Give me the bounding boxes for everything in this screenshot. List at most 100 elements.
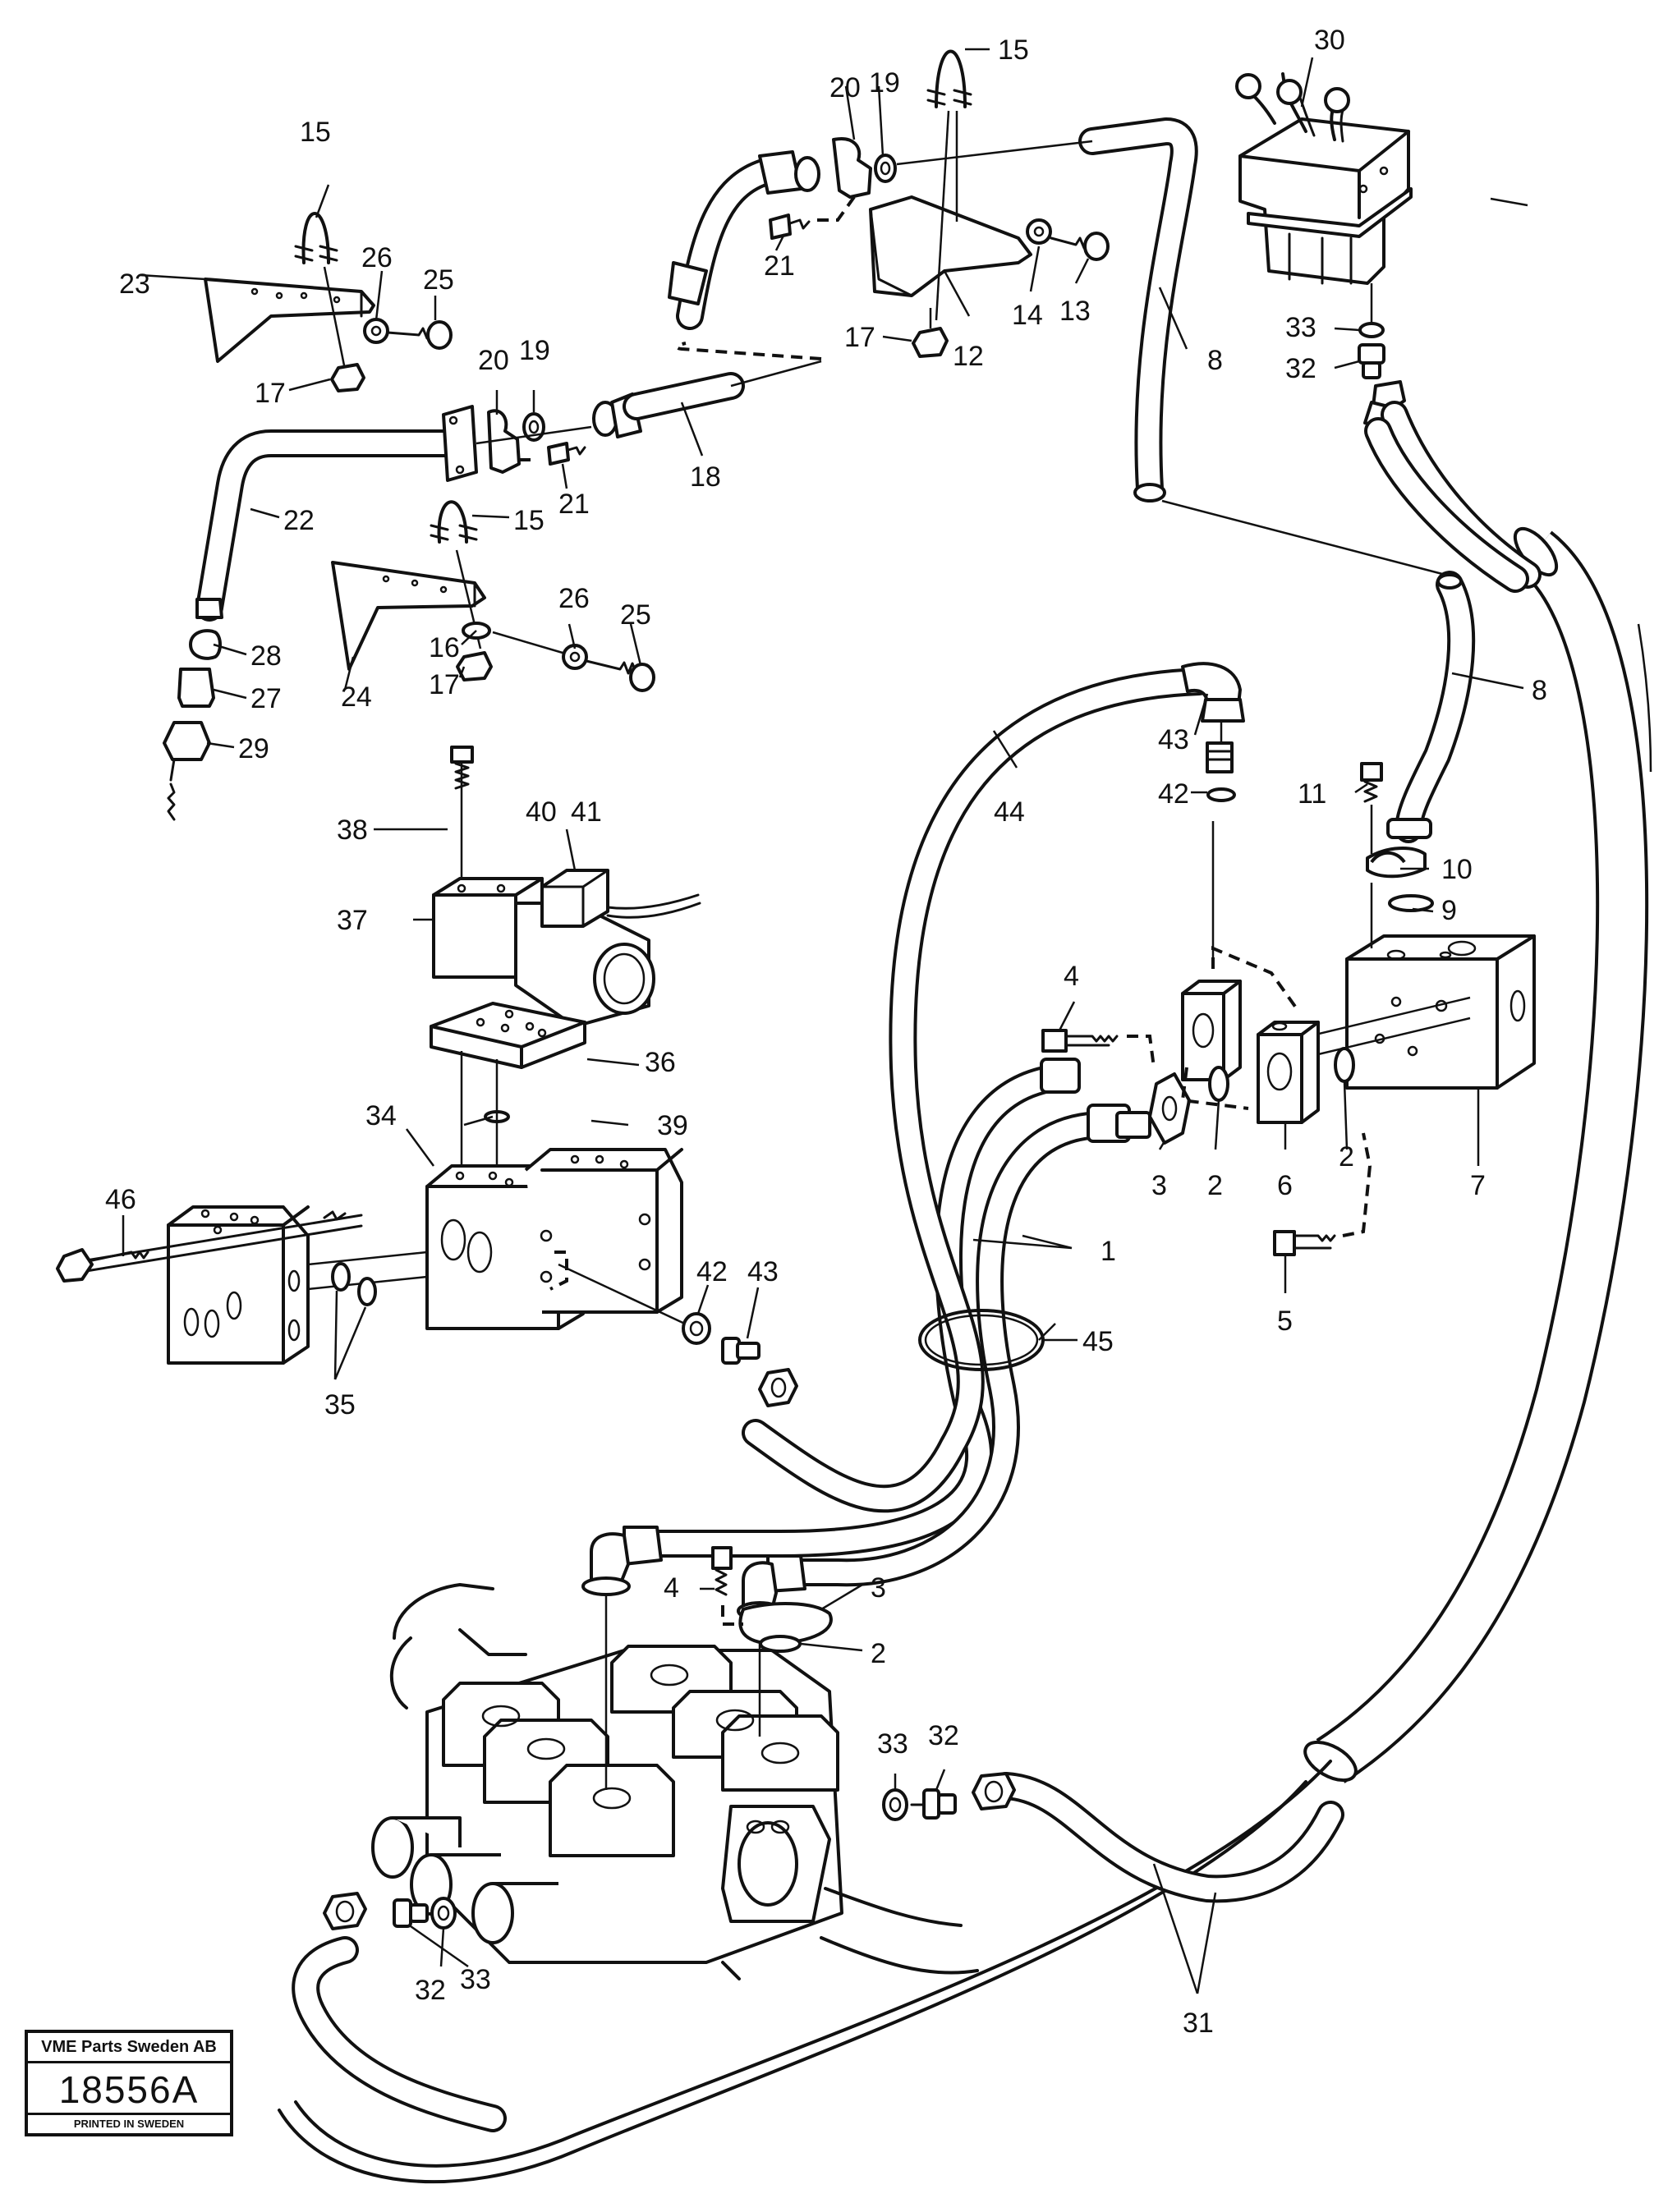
callout-36: 36	[645, 1047, 676, 1078]
callout-20-mid: 20	[478, 345, 509, 376]
valve-block-7	[1280, 934, 1536, 1090]
callout-31: 31	[1183, 2008, 1214, 2039]
callout-16: 16	[429, 632, 460, 663]
callout-42-upper: 42	[1158, 778, 1189, 810]
callout-46: 46	[105, 1184, 136, 1215]
callout-29: 29	[238, 733, 269, 764]
callout-30: 30	[1314, 25, 1345, 56]
bracket-24	[331, 500, 655, 692]
callout-32-right: 32	[928, 1720, 959, 1751]
company-name: VME Parts Sweden AB	[28, 2033, 230, 2063]
valve-block-34	[425, 1148, 691, 1330]
document-number: 18556A	[58, 2068, 200, 2111]
callout-18: 18	[690, 461, 721, 493]
flange-assembly-lower	[711, 1546, 833, 1653]
callout-33-right: 33	[877, 1728, 908, 1760]
callout-41: 41	[571, 796, 602, 828]
top-hose-assembly	[668, 137, 1093, 330]
callout-23: 23	[119, 268, 150, 300]
callout-6: 6	[1277, 1170, 1293, 1201]
callout-21-top: 21	[764, 250, 795, 282]
printed-note: PRINTED IN SWEDEN	[28, 2113, 230, 2133]
end-block-46	[56, 1205, 428, 1365]
callout-43-upper: 43	[1158, 724, 1189, 755]
callout-2-upper-a: 2	[1207, 1170, 1223, 1201]
title-block: VME Parts Sweden AB 18556A PRINTED IN SW…	[25, 2030, 233, 2136]
callout-4-upper: 4	[1064, 961, 1079, 992]
callout-8-right: 8	[1532, 675, 1547, 706]
callout-4-lower: 4	[664, 1572, 679, 1604]
callout-38: 38	[337, 815, 368, 846]
callout-12: 12	[953, 341, 984, 372]
callout-17-mid: 17	[429, 669, 460, 700]
callout-14: 14	[1012, 300, 1043, 331]
bracket-23	[204, 212, 453, 392]
callout-28: 28	[250, 640, 282, 672]
callout-22: 22	[283, 505, 315, 536]
callout-2-upper-b: 2	[1339, 1141, 1354, 1173]
adapter-plate-36	[430, 1002, 586, 1166]
callout-10: 10	[1441, 854, 1473, 885]
callout-27: 27	[250, 683, 282, 714]
callout-13: 13	[1059, 296, 1091, 327]
callout-32-top: 32	[1285, 353, 1316, 384]
callout-40: 40	[526, 796, 557, 828]
callout-20-top: 20	[829, 72, 861, 103]
callout-44: 44	[994, 796, 1025, 828]
callout-8-top: 8	[1207, 345, 1223, 376]
callout-7: 7	[1470, 1170, 1486, 1201]
callout-25-mid: 25	[620, 599, 651, 631]
callout-3-upper: 3	[1151, 1170, 1167, 1201]
main-return-hose	[278, 526, 1652, 2183]
callout-17-top: 17	[844, 322, 875, 353]
callout-35: 35	[324, 1389, 356, 1420]
callout-37: 37	[337, 905, 368, 936]
callout-15-top: 15	[998, 34, 1029, 66]
callout-11: 11	[1298, 778, 1326, 810]
callout-42-lower: 42	[696, 1256, 728, 1287]
callout-26-mid: 26	[558, 583, 590, 614]
callout-33-left: 33	[460, 1964, 491, 1995]
dashed-connector-18	[675, 342, 822, 360]
valve-elbow-fittings	[581, 1526, 806, 1621]
callout-17-left: 17	[255, 378, 286, 409]
callout-5: 5	[1277, 1306, 1293, 1337]
hose-31-branch	[292, 1772, 1344, 2132]
bracket-12	[869, 49, 1110, 358]
fittings-32-33-right	[882, 1772, 1016, 1821]
bolt-4-upper	[1041, 1029, 1156, 1068]
callout-33-top: 33	[1285, 312, 1316, 343]
bolt-5	[1273, 1132, 1372, 1256]
hose-8	[1078, 117, 1476, 843]
callout-labels: 15 20 19 21 17 12 14 13 8 30 33 32 8 43 …	[105, 25, 1547, 2039]
callout-34: 34	[365, 1100, 397, 1131]
callout-39: 39	[657, 1110, 688, 1141]
fittings-42-43-upper	[1206, 723, 1236, 802]
leader-lines	[122, 48, 1528, 1994]
solenoid-valve-37	[432, 746, 701, 1028]
spacer-blocks-6	[1148, 821, 1355, 1145]
fittings-32-33-left	[323, 1892, 457, 1930]
callout-32-left: 32	[415, 1975, 446, 2006]
callout-9: 9	[1441, 895, 1457, 926]
pipe-22-assembly	[163, 372, 745, 821]
callout-2-lower: 2	[871, 1638, 886, 1669]
callout-45: 45	[1082, 1326, 1114, 1357]
callout-24: 24	[341, 681, 372, 713]
callout-1: 1	[1101, 1236, 1116, 1267]
callout-26-top: 26	[361, 242, 393, 273]
callout-15-left: 15	[300, 117, 331, 148]
fittings-42-43-lower	[682, 1312, 798, 1407]
callout-43-lower: 43	[747, 1256, 779, 1287]
main-control-valve	[371, 1583, 979, 1980]
callout-21-mid: 21	[558, 489, 590, 520]
leader-hose-18	[730, 360, 822, 388]
callout-15-mid: 15	[513, 505, 545, 536]
callout-3-lower: 3	[871, 1572, 886, 1604]
callout-19-mid: 19	[519, 335, 550, 366]
hose-44	[742, 662, 1245, 1513]
callout-19-top: 19	[869, 67, 900, 99]
callout-25-top: 25	[423, 264, 454, 296]
control-lever-unit-30	[1235, 72, 1542, 593]
